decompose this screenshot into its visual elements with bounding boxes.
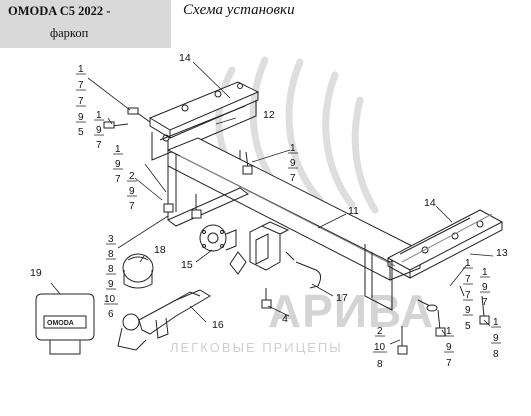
callout-18: 18 (154, 244, 166, 256)
fastener-stack-7: 1 7 7 9 5 (465, 258, 471, 332)
stack7-item: 9 (465, 305, 471, 316)
callout-15: 15 (181, 259, 193, 271)
fastener-stack-6: 3 8 8 9 10 6 (104, 234, 116, 320)
stack9-item: 8 (377, 359, 383, 370)
fastener-stack-2: 1 9 7 (96, 110, 102, 151)
fastener-stack-1: 1 7 7 9 5 (78, 64, 84, 138)
left-mounting-bracket (148, 81, 260, 139)
fastener-stack-9: 2 10 8 (374, 326, 386, 370)
stack7-item: 1 (465, 258, 471, 269)
stack6-item: 10 (104, 294, 116, 305)
stack9-item: 10 (374, 342, 386, 353)
stack11-item: 8 (493, 349, 499, 360)
stack1-item: 5 (78, 127, 84, 138)
stack8-item: 7 (482, 297, 488, 308)
fastener-stack-5: 1 9 7 (290, 143, 296, 184)
logo-plate-text: OMODA (47, 320, 74, 327)
scheme-title: Схема установки (183, 2, 295, 18)
right-mounting-bracket (386, 209, 504, 279)
right-side-plate (364, 244, 393, 311)
stack2-item: 9 (96, 125, 102, 136)
stack9-item: 2 (377, 326, 383, 337)
callout-14-left: 14 (179, 52, 191, 64)
stack5-item: 7 (290, 173, 296, 184)
stack4-item: 9 (129, 186, 135, 197)
receiver-tube (249, 221, 290, 271)
stack5-item: 1 (290, 143, 296, 154)
stack7-item: 5 (465, 321, 471, 332)
callout-16: 16 (212, 319, 224, 331)
fasteners (103, 107, 490, 355)
callout-4: 4 (282, 313, 288, 325)
stack1-item: 1 (78, 64, 84, 75)
callout-19: 19 (30, 267, 42, 279)
product-subtitle: фаркоп (50, 26, 89, 40)
stack1-item: 7 (78, 80, 84, 91)
fastener-stack-10: 1 9 7 (446, 326, 452, 369)
stack10-item: 7 (446, 358, 452, 369)
stack11-item: 1 (493, 317, 499, 328)
stack1-item: 7 (78, 96, 84, 107)
stack10-item: 9 (446, 342, 452, 353)
stack2-item: 1 (96, 110, 102, 121)
stack1-item: 9 (78, 112, 84, 123)
stack3-item: 1 (115, 144, 121, 155)
stack4-item: 2 (129, 171, 135, 182)
ball-cover (122, 253, 154, 289)
watermark-tagline: ЛЕГКОВЫЕ ПРИЦЕПЫ (170, 340, 343, 355)
stack6-item: 6 (108, 309, 114, 320)
stack5-item: 9 (290, 158, 296, 169)
stack7-item: 7 (465, 290, 471, 301)
header-box: OMODA C5 2022 - фаркоп (0, 0, 171, 48)
fastener-stack-3: 1 9 7 (115, 144, 121, 185)
fastener-stack-8: 1 9 7 (482, 267, 488, 308)
part-callouts: 14 12 11 14 13 18 15 19 16 4 17 (30, 52, 508, 331)
stack2-item: 7 (96, 140, 102, 151)
tow-ball (117, 289, 211, 351)
watermark: АРИВА ЛЕГКОВЫЕ ПРИЦЕПЫ (170, 56, 434, 355)
retaining-pin (285, 251, 322, 289)
callout-13: 13 (496, 247, 508, 259)
stack6-item: 8 (108, 249, 114, 260)
fastener-stack-4: 2 9 7 (129, 171, 135, 212)
callout-11: 11 (348, 205, 359, 217)
stack3-item: 7 (115, 174, 121, 185)
stack8-item: 1 (482, 267, 488, 278)
stack10-item: 1 (446, 326, 452, 337)
callout-12: 12 (263, 109, 275, 121)
stack6-item: 9 (108, 279, 114, 290)
stack4-item: 7 (129, 201, 135, 212)
stack3-item: 9 (115, 159, 121, 170)
stack6-item: 8 (108, 264, 114, 275)
stack7-item: 7 (465, 274, 471, 285)
model-title: OMODA C5 2022 - (8, 4, 111, 18)
electrical-socket-box (35, 293, 95, 355)
stack8-item: 9 (482, 282, 488, 293)
socket-plate (199, 224, 247, 275)
watermark-brand: АРИВА (268, 285, 434, 337)
stack11-item: 9 (493, 333, 499, 344)
callout-17: 17 (336, 292, 348, 304)
stack6-item: 3 (108, 234, 114, 245)
leader-lines (50, 61, 494, 345)
fastener-stack-11: 1 9 8 (493, 317, 499, 360)
stack-underlines (76, 73, 501, 353)
callout-14-right: 14 (424, 197, 436, 209)
